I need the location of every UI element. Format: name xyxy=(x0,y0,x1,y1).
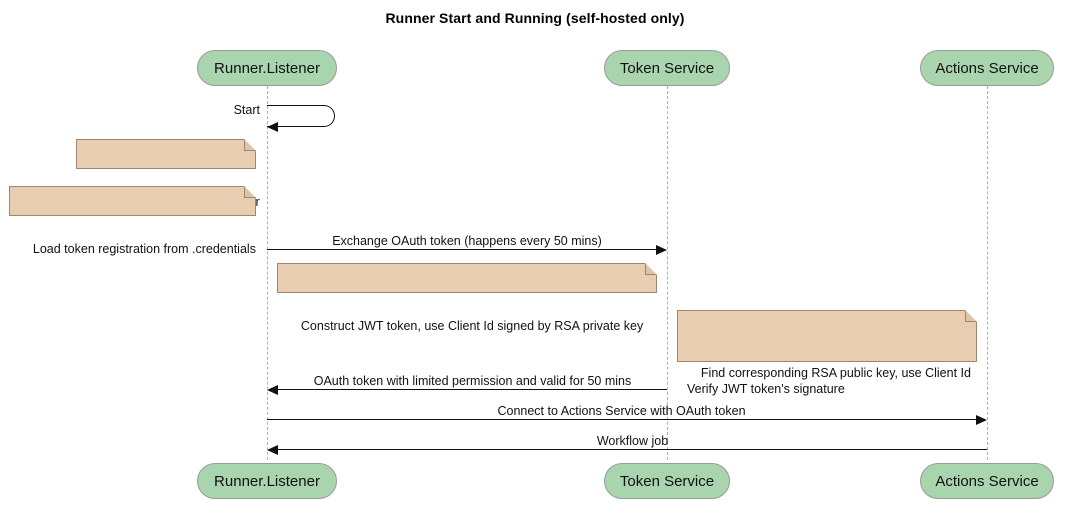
message-label-connect-actions-service: Connect to Actions Service with OAuth to… xyxy=(497,404,746,418)
arrow-head-start xyxy=(267,121,278,132)
participant-token-bottom[interactable]: Token Service xyxy=(604,463,730,499)
arrow-head-connect-actions-service xyxy=(976,414,987,425)
participant-label: Actions Service xyxy=(935,59,1039,77)
message-label-start: Start xyxy=(233,103,260,117)
arrow-head-workflow-job xyxy=(267,444,278,455)
note-load-token-registration: Load token registration from .credential… xyxy=(9,186,256,256)
participant-label: Token Service xyxy=(619,472,715,490)
message-line-connect-actions-service xyxy=(267,419,976,420)
participant-label: Runner.Listener xyxy=(214,472,320,490)
lifeline-actions xyxy=(987,86,988,460)
participant-label: Actions Service xyxy=(935,472,1039,490)
participant-label: Token Service xyxy=(619,59,715,77)
participant-runner-top[interactable]: Runner.Listener xyxy=(197,50,337,86)
participant-actions-bottom[interactable]: Actions Service xyxy=(920,463,1054,499)
message-label-exchange-oauth-token: Exchange OAuth token (happens every 50 m… xyxy=(332,234,602,248)
participant-label: Runner.Listener xyxy=(214,59,320,77)
message-label-workflow-job: Workflow job xyxy=(596,434,669,448)
note-text: Load token registration from .credential… xyxy=(32,242,256,256)
self-message-loop-start xyxy=(267,105,335,127)
arrow-head-exchange-oauth-token xyxy=(656,244,667,255)
page-title: Runner Start and Running (self-hosted on… xyxy=(385,10,685,26)
note-verify-jwt-signature: Find corresponding RSA public key, use C… xyxy=(677,310,977,396)
note-text: Find corresponding RSA public key, use C… xyxy=(687,366,971,396)
lifeline-token xyxy=(667,86,668,460)
message-line-exchange-oauth-token xyxy=(267,249,656,250)
note-text: Construct JWT token, use Client Id signe… xyxy=(300,319,644,333)
participant-actions-top[interactable]: Actions Service xyxy=(920,50,1054,86)
arrow-head-oauth-token-returned xyxy=(267,384,278,395)
lifeline-runner xyxy=(267,86,268,460)
note-load-config: Load config info from .runner xyxy=(76,139,260,209)
message-line-oauth-token-returned xyxy=(278,389,667,390)
participant-token-top[interactable]: Token Service xyxy=(604,50,730,86)
message-line-workflow-job xyxy=(278,449,987,450)
participant-runner-bottom[interactable]: Runner.Listener xyxy=(197,463,337,499)
note-construct-jwt-token: Construct JWT token, use Client Id signe… xyxy=(277,263,657,333)
message-label-oauth-token-returned: OAuth token with limited permission and … xyxy=(313,374,632,388)
